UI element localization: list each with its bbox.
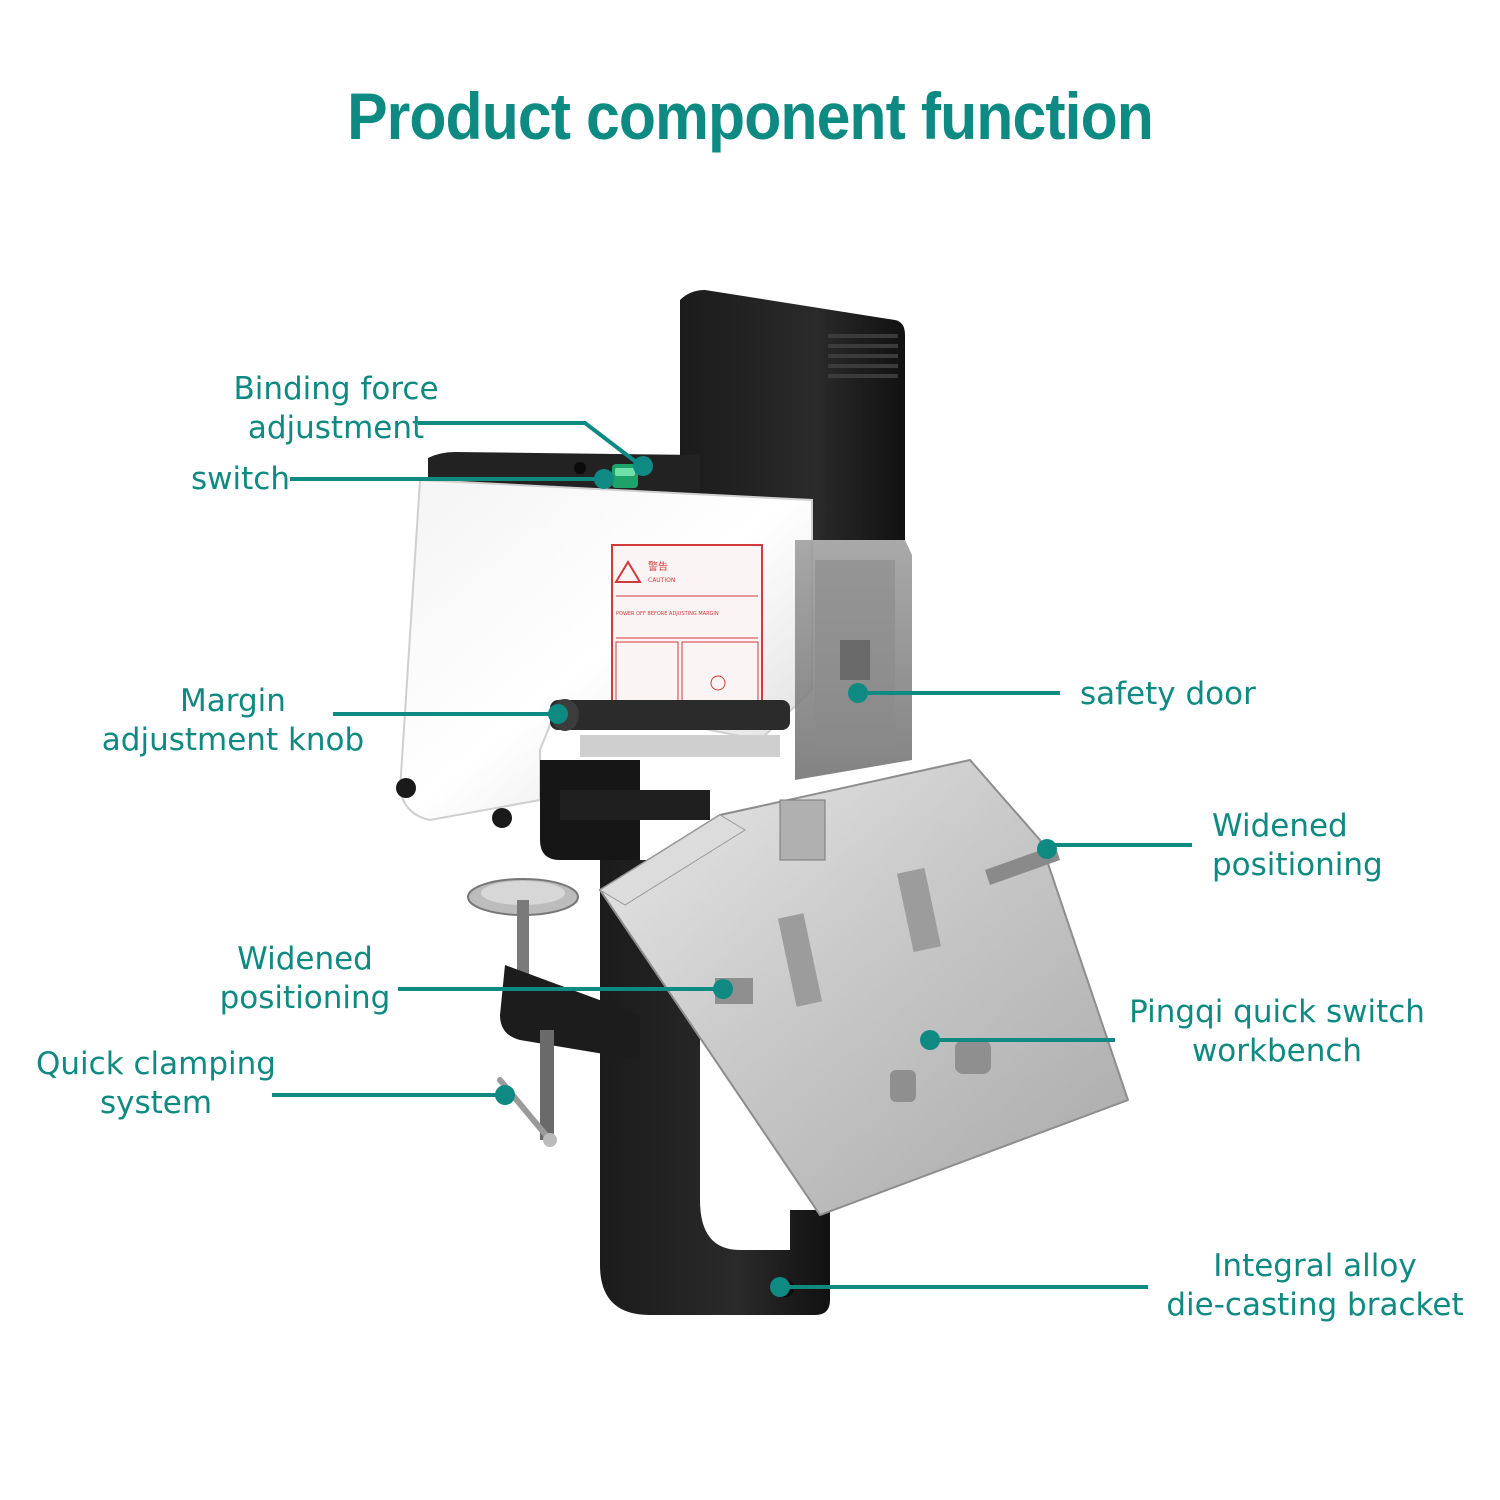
- label-binding-force-line1: Binding force: [233, 371, 439, 407]
- label-workbench: Pingqi quick switch workbench: [1112, 993, 1442, 1071]
- label-widened-left: Widened positioning: [200, 940, 410, 1018]
- label-quick-clamp: Quick clamping system: [24, 1045, 288, 1123]
- front-panel: 警告 CAUTION POWER OFF BEFORE ADJUSTING MA…: [396, 478, 813, 828]
- margin-knob-part: [550, 699, 790, 757]
- sticker-line: POWER OFF BEFORE ADJUSTING MARGIN: [616, 611, 719, 617]
- label-bracket-line1: Integral alloy: [1213, 1248, 1417, 1284]
- label-quick-clamp-line1: Quick clamping: [36, 1046, 276, 1082]
- label-widened-right: Widened positioning: [1212, 807, 1432, 885]
- label-quick-clamp-line2: system: [99, 1085, 213, 1121]
- label-switch: switch: [191, 461, 290, 497]
- sticker-heading: 警告: [648, 560, 668, 573]
- label-margin-knob-line1: Margin: [180, 683, 286, 719]
- label-workbench-line1: Pingqi quick switch: [1129, 994, 1425, 1030]
- label-widened-left-line1: Widened: [237, 941, 373, 977]
- label-safety-door: safety door: [1080, 676, 1256, 712]
- label-binding-force-line2: adjustment: [247, 410, 425, 446]
- label-binding-force: Binding force adjustment: [218, 370, 454, 448]
- sticker-sub: CAUTION: [648, 577, 675, 584]
- label-workbench-line2: workbench: [1191, 1033, 1363, 1069]
- switch-button: [612, 464, 638, 488]
- upper-arm: [540, 760, 710, 860]
- leader-lines: [272, 421, 1192, 1289]
- label-bracket-line2: die-casting bracket: [1166, 1287, 1464, 1323]
- label-widened-left-line2: positioning: [219, 980, 391, 1016]
- label-margin-knob-line2: adjustment knob: [101, 722, 365, 758]
- label-bracket: Integral alloy die-casting bracket: [1150, 1247, 1480, 1325]
- label-margin-knob: Margin adjustment knob: [88, 682, 378, 760]
- leader-dots: [495, 456, 1057, 1297]
- page-title: Product component function: [347, 79, 1154, 153]
- label-widened-right-line1: Widened: [1212, 808, 1348, 844]
- warning-sticker: 警告 CAUTION POWER OFF BEFORE ADJUSTING MA…: [611, 544, 763, 716]
- label-widened-right-line2: positioning: [1212, 847, 1383, 883]
- safety-door-part: [795, 540, 912, 780]
